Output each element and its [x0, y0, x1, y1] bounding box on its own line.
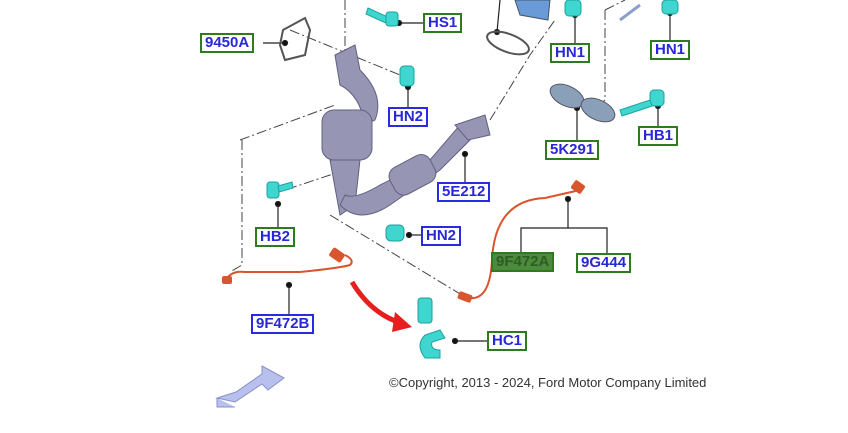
callout-9F472B[interactable]: 9F472B	[251, 314, 315, 334]
previous-view-arrow-icon[interactable]	[215, 365, 285, 408]
fastener-shapes	[266, 0, 679, 359]
copyright-notice: ©Copyright, 2013 - 2024, Ford Motor Comp…	[389, 375, 707, 390]
callout-HN1[interactable]: HN1	[650, 40, 691, 60]
guide-line	[489, 19, 556, 121]
oxygen-sensor-shapes	[224, 189, 581, 300]
pipe-flange-shape	[514, 0, 551, 21]
sensor-connector-shapes	[222, 180, 585, 303]
callout-HB2[interactable]: HB2	[255, 227, 296, 247]
guide-line	[329, 214, 471, 301]
guide-line	[239, 104, 336, 141]
guide-line	[594, 0, 626, 111]
callout-5K291[interactable]: 5K291	[545, 140, 600, 160]
callout-9450A[interactable]: 9450A	[200, 33, 255, 53]
guide-line	[229, 140, 243, 273]
callout-HB1[interactable]: HB1	[638, 126, 679, 146]
callout-HN2[interactable]: HN2	[388, 107, 429, 127]
gasket-5k291-shape	[549, 83, 616, 123]
callout-HN2[interactable]: HN2	[421, 226, 462, 246]
catalytic-converter-shape	[321, 44, 491, 216]
callout-9G444[interactable]: 9G444	[576, 253, 632, 273]
gasket-9450a-shape	[278, 16, 312, 62]
callout-9F472A-selected[interactable]: 9F472A	[491, 252, 555, 272]
gasket-shape	[486, 30, 530, 56]
pipe-shape	[619, 3, 641, 22]
red-pointer-arrow	[349, 280, 399, 325]
red-pointer-arrowhead	[392, 312, 412, 332]
callout-HN1[interactable]: HN1	[550, 43, 591, 63]
callout-5E212[interactable]: 5E212	[437, 182, 491, 202]
callout-HS1[interactable]: HS1	[423, 13, 463, 33]
callout-HC1[interactable]: HC1	[487, 331, 528, 351]
